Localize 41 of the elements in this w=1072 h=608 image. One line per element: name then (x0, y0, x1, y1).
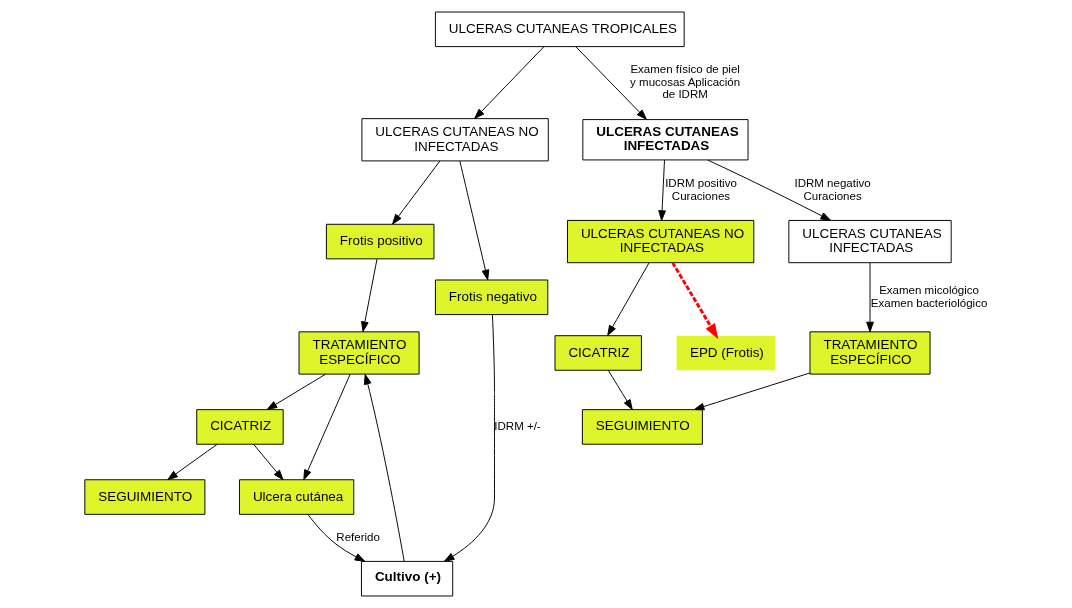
arrow (458, 160, 489, 281)
node-box: SEGUIMIENTO (83, 479, 205, 515)
node-box: EPD (Frotis) (676, 335, 775, 371)
node-box: CICATRIZ (195, 409, 284, 445)
arrow (657, 159, 666, 221)
node-box: ULCERAS CUTANEAS NO INFECTADAS (360, 118, 549, 162)
edge-label: IDRM negativo Curaciones (793, 177, 871, 202)
node-box: CICATRIZ (554, 335, 642, 371)
arrow (443, 314, 495, 562)
node-box: TRATAMIENTO ESPECÍFICO (298, 331, 420, 375)
node-box: SEGUIMIENTO (581, 409, 703, 445)
node-box: Frotis negativo (434, 279, 548, 316)
edge-label: IDRM +/- (493, 419, 541, 432)
arrow (391, 160, 440, 225)
arrow (252, 443, 283, 481)
arrow (360, 258, 377, 332)
arrow (865, 262, 874, 333)
arrow (671, 262, 718, 340)
node-box: Frotis positivo (325, 223, 434, 260)
node-box: Ulcera cutánea (238, 479, 354, 515)
arrow (302, 373, 351, 481)
node-box: ULCERAS CUTANEAS TROPICALES (434, 11, 685, 48)
node-box: ULCERAS CUTANEAS INFECTADAS (787, 219, 952, 264)
edge-label: Examen físico de piel y mucosas Aplicación de IDRM (629, 63, 740, 101)
node-box: ULCERAS CUTANEAS INFECTADAS (581, 119, 748, 161)
arrow (607, 369, 633, 410)
arrow (574, 46, 647, 120)
arrow (166, 443, 218, 481)
arrow (473, 46, 544, 119)
node-box: Cultivo (+) (360, 560, 453, 597)
arrow (606, 262, 650, 336)
edge-label: Referido (335, 530, 380, 543)
arrow (693, 372, 810, 411)
node-box: ULCERAS CUTANEAS NO INFECTADAS (566, 219, 754, 264)
edge-label: IDRM positivo Curaciones (664, 177, 737, 202)
arrow (266, 373, 326, 410)
node-box: TRATAMIENTO ESPECÍFICO (809, 331, 931, 375)
arrow (706, 159, 831, 221)
arrow (306, 514, 365, 562)
arrow (363, 374, 405, 562)
edge-label: Examen micológico Examen bacteriológico (870, 284, 987, 309)
